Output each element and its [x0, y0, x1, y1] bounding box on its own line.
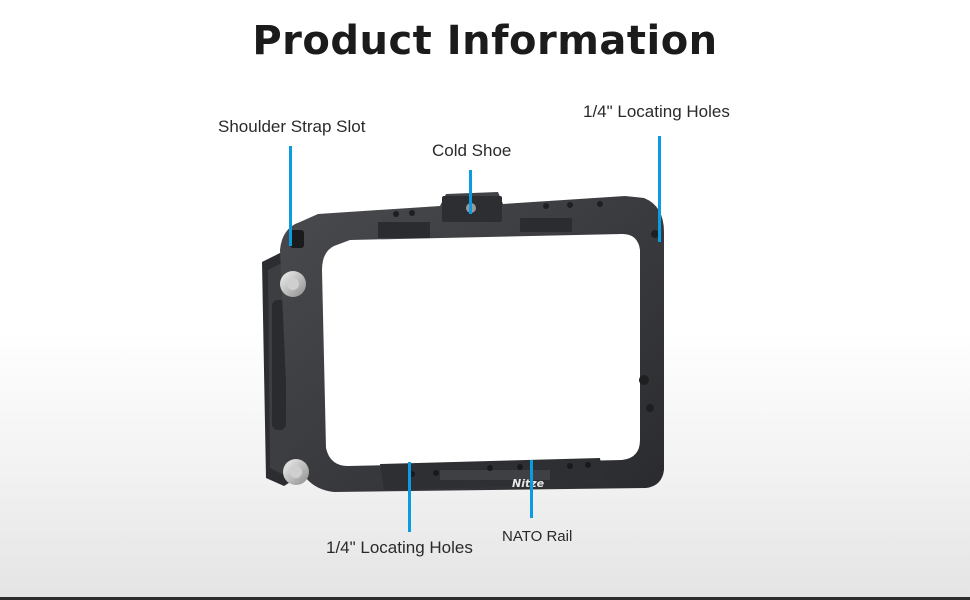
leader-line-shoulder-strap	[289, 146, 292, 246]
cage-frame: Nitze	[280, 192, 664, 492]
nato-rail-part: Nitze	[380, 458, 604, 490]
thumb-screw-bottom	[283, 459, 309, 485]
leader-line-locating-holes-bottom	[408, 462, 411, 532]
bottom-divider	[0, 597, 970, 600]
leader-line-nato-rail	[530, 460, 533, 518]
thumb-screw-top	[280, 271, 306, 297]
leader-line-cold-shoe	[469, 170, 472, 214]
label-cold-shoe: Cold Shoe	[432, 141, 512, 160]
label-locating-holes-top: 1/4" Locating Holes	[583, 102, 730, 121]
label-locating-holes-bottom: 1/4" Locating Holes	[326, 538, 473, 557]
label-nato-rail: NATO Rail	[502, 528, 573, 545]
leader-line-locating-holes-top	[658, 136, 661, 242]
brand-logo: Nitze	[512, 477, 545, 490]
page-title: Product Information	[252, 18, 718, 64]
cold-shoe-mount	[442, 196, 502, 222]
label-shoulder-strap-slot: Shoulder Strap Slot	[218, 117, 366, 136]
